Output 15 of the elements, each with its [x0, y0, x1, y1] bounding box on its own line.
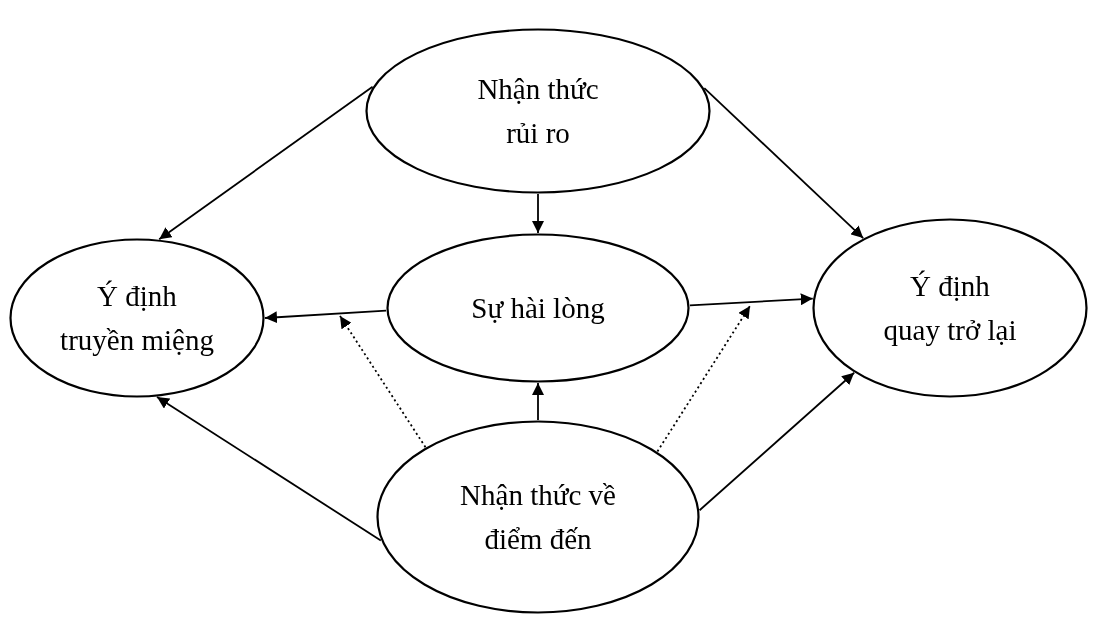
arrow — [698, 371, 856, 512]
arrow — [532, 382, 544, 421]
node-label: Nhận thức về điểm đến — [460, 478, 616, 557]
node-label: Ý định truyền miệng — [60, 279, 214, 358]
arrow — [158, 85, 374, 241]
arrow — [532, 193, 544, 234]
dotted-arrow — [339, 315, 427, 449]
node-label: Nhận thức rủi ro — [477, 72, 599, 151]
arrow — [689, 293, 814, 307]
arrow — [264, 309, 387, 324]
dotted-arrow — [656, 305, 751, 453]
node-label: Ý định quay trở lại — [883, 269, 1017, 348]
arrow — [156, 396, 382, 542]
arrow — [703, 87, 865, 239]
node-label: Sự hài lòng — [471, 291, 605, 326]
